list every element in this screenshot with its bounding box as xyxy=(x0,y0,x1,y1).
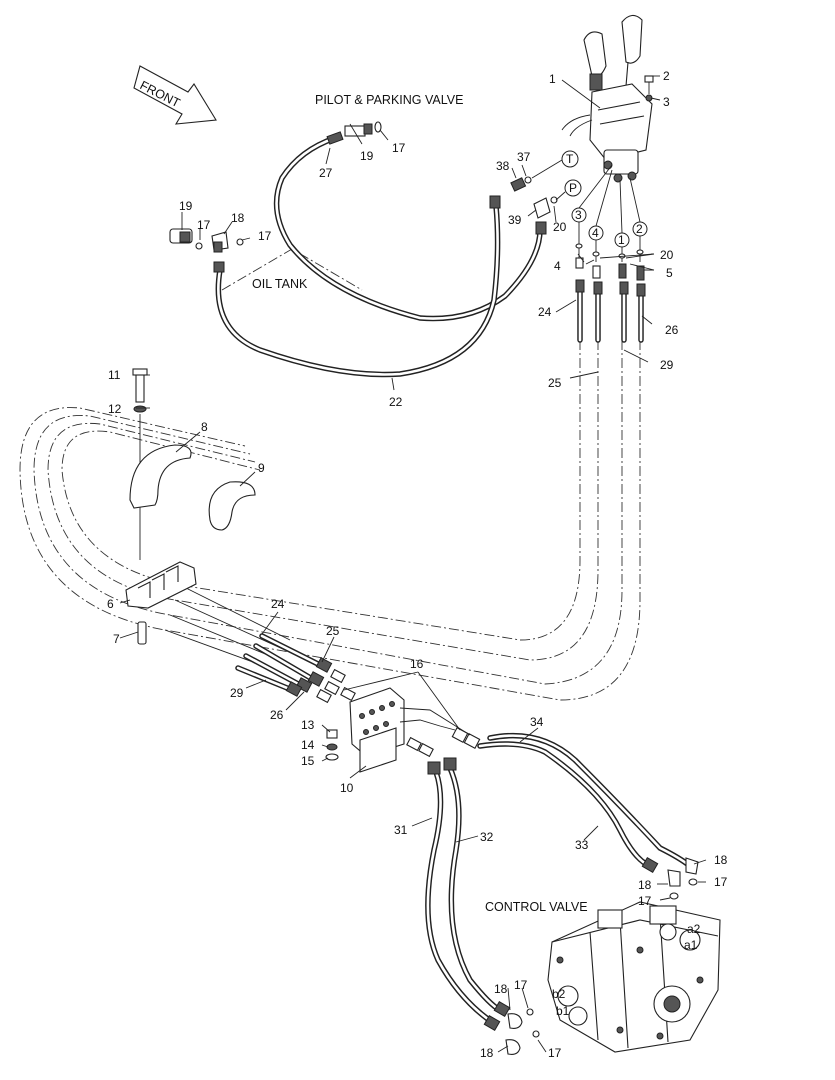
callout-2: 2 xyxy=(663,69,670,83)
control-valve-title: CONTROL VALVE xyxy=(485,900,588,914)
callout-17e: 17 xyxy=(638,894,652,908)
valve-side-fittings xyxy=(510,159,566,219)
callout-39: 39 xyxy=(508,213,522,227)
upright-hoses xyxy=(575,279,646,343)
callout-29b: 29 xyxy=(230,686,244,700)
callout-18b: 18 xyxy=(714,853,728,867)
callout-33: 33 xyxy=(575,838,589,852)
callout-9: 9 xyxy=(258,461,265,475)
callout-27: 27 xyxy=(319,166,333,180)
callout-16: 16 xyxy=(410,657,424,671)
callout-5: 5 xyxy=(666,266,673,280)
control-valve: a2 a1 b2 b1 xyxy=(547,901,721,1053)
callout-37: 37 xyxy=(517,150,531,164)
tank-fittings xyxy=(169,228,244,253)
callout-19a: 19 xyxy=(360,149,374,163)
callout-24a: 24 xyxy=(538,305,552,319)
callout-15: 15 xyxy=(301,754,315,768)
callout-8: 8 xyxy=(201,420,208,434)
callout-17f: 17 xyxy=(514,978,528,992)
callout-18e: 18 xyxy=(480,1046,494,1060)
callout-25a: 25 xyxy=(548,376,562,390)
callout-leaders xyxy=(119,75,707,1053)
port-2-label: 2 xyxy=(636,222,643,236)
pilot-valve-title: PILOT & PARKING VALVE xyxy=(315,93,463,107)
lower-pilot-hoses xyxy=(235,633,356,704)
mounting-bracket xyxy=(325,687,405,773)
callout-26b: 26 xyxy=(270,708,284,722)
callout-32: 32 xyxy=(480,830,494,844)
callout-22: 22 xyxy=(389,395,403,409)
callout-17d: 17 xyxy=(714,875,728,889)
pilot-parking-valve xyxy=(561,14,654,183)
callout-11: 11 xyxy=(108,368,121,382)
port-b2-label: b2 xyxy=(552,987,566,1001)
hose-clamps xyxy=(129,368,256,560)
callout-20b: 20 xyxy=(660,248,674,262)
callout-numbers: 1 2 3 17 19 27 37 38 39 20 19 18 17 17 2… xyxy=(107,69,728,1060)
port-fittings xyxy=(575,243,645,281)
bracket-fittings xyxy=(399,707,481,758)
tank-return-hoses xyxy=(213,121,547,378)
callout-1: 1 xyxy=(549,72,556,86)
callout-7: 7 xyxy=(113,632,120,646)
callout-31: 31 xyxy=(394,823,408,837)
callout-3: 3 xyxy=(663,95,670,109)
port-a2-label: a2 xyxy=(687,922,701,936)
callout-19b: 19 xyxy=(179,199,193,213)
callout-20a: 20 xyxy=(553,220,567,234)
callout-18a: 18 xyxy=(231,211,245,225)
port-a1-label: a1 xyxy=(684,938,698,952)
callout-17b: 17 xyxy=(197,218,211,232)
hoses-31-32 xyxy=(425,757,540,1055)
callout-34: 34 xyxy=(530,715,544,729)
callout-17a: 17 xyxy=(392,141,406,155)
callout-24b: 24 xyxy=(271,597,285,611)
callout-18d: 18 xyxy=(494,982,508,996)
callout-17g: 17 xyxy=(548,1046,562,1060)
callout-26a: 26 xyxy=(665,323,679,337)
port-1-label: 1 xyxy=(618,233,625,247)
callout-38: 38 xyxy=(496,159,510,173)
oil-tank-title: OIL TANK xyxy=(252,277,308,291)
callout-17c: 17 xyxy=(258,229,272,243)
port-t-label: T xyxy=(566,152,574,166)
callout-10: 10 xyxy=(340,781,354,795)
port-p-label: P xyxy=(569,181,577,195)
callout-12: 12 xyxy=(108,402,122,416)
port-4-label: 4 xyxy=(592,226,599,240)
port-b1-label: b1 xyxy=(556,1004,570,1018)
callout-13: 13 xyxy=(301,718,315,732)
port-3-label: 3 xyxy=(575,208,582,222)
callout-29a: 29 xyxy=(660,358,674,372)
port-markers: T P 3 4 1 2 xyxy=(561,150,648,262)
callout-4: 4 xyxy=(554,259,561,273)
front-arrow: FRONT xyxy=(133,65,217,125)
callout-6: 6 xyxy=(107,597,114,611)
callout-14: 14 xyxy=(301,738,315,752)
hose-clip-block xyxy=(125,561,197,645)
hose-routing-ghost-lines xyxy=(19,340,641,701)
callout-25b: 25 xyxy=(326,624,340,638)
callout-18c: 18 xyxy=(638,878,652,892)
hoses-33-34 xyxy=(477,732,699,900)
